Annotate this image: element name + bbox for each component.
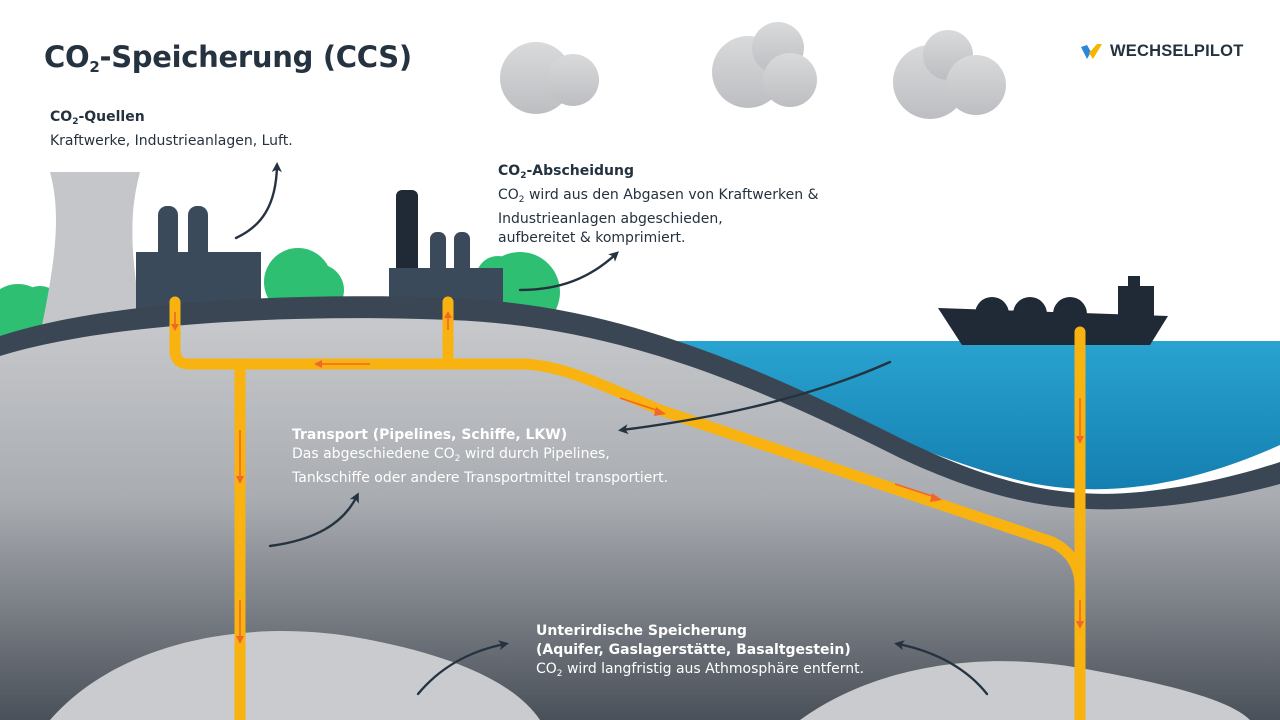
speicherung-heading-1: Unterirdische Speicherung xyxy=(536,623,747,639)
cloud-icon xyxy=(712,22,817,108)
storage-layer xyxy=(800,661,1250,720)
storage-layer xyxy=(50,631,540,720)
ground xyxy=(0,318,1280,720)
tanker-ship-icon xyxy=(938,276,1168,345)
section-speicherung: Unterirdische Speicherung (Aquifer, Gasl… xyxy=(536,622,864,684)
pipeline xyxy=(169,296,1086,720)
abscheidung-line-2: Industrieanlagen abgeschieden, xyxy=(498,211,723,227)
logo-icon xyxy=(1081,43,1102,59)
quellen-body: Kraftwerke, Industrieanlagen, Luft. xyxy=(50,133,293,149)
cloud-icon xyxy=(500,42,599,114)
transport-line-2: Tankschiffe oder andere Transportmittel … xyxy=(292,470,669,486)
quellen-heading: CO2-Quellen xyxy=(50,109,145,127)
abscheidung-heading: CO2-Abscheidung xyxy=(498,163,634,181)
logo-text: WECHSELPILOT xyxy=(1110,42,1244,60)
section-quellen: CO2-Quellen Kraftwerke, Industrieanlagen… xyxy=(50,108,293,151)
arrow-icon xyxy=(234,161,989,696)
abscheidung-line-1: CO2 wird aus den Abgasen von Kraftwerken… xyxy=(498,187,819,205)
transport-line-1: Das abgeschiedene CO2 wird durch Pipelin… xyxy=(292,446,610,464)
flow-arrows xyxy=(171,311,1084,644)
page-title: CO2-Speicherung (CCS) xyxy=(44,40,412,76)
section-transport: Transport (Pipelines, Schiffe, LKW) Das … xyxy=(292,426,668,488)
cloud-icon xyxy=(893,30,1006,119)
speicherung-body: CO2 wird langfristig aus Athmosphäre ent… xyxy=(536,661,865,679)
section-abscheidung: CO2-Abscheidung CO2 wird aus den Abgasen… xyxy=(498,162,819,248)
cooling-tower-icon xyxy=(40,172,145,335)
speicherung-heading-2: (Aquifer, Gaslagerstätte, Basaltgestein) xyxy=(536,642,851,658)
abscheidung-line-3: aufbereitet & komprimiert. xyxy=(498,230,686,246)
transport-heading: Transport (Pipelines, Schiffe, LKW) xyxy=(292,427,568,443)
brand-logo: WECHSELPILOT xyxy=(1080,42,1243,61)
